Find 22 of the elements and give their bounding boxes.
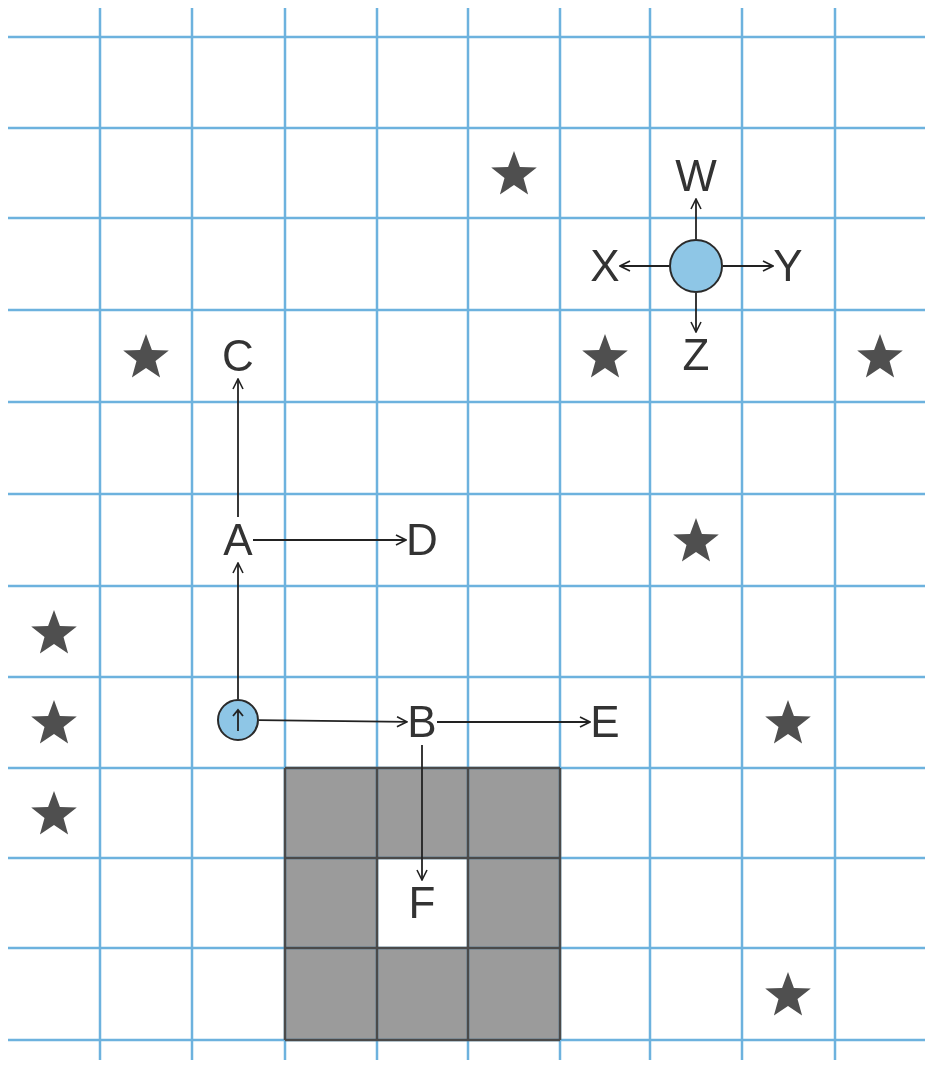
token-circle (669, 239, 723, 293)
point-label: X (590, 243, 620, 289)
point-label: F (407, 880, 437, 926)
point-label: Y (773, 243, 803, 289)
point-label: B (407, 699, 437, 745)
arrow (258, 715, 408, 728)
point-label: A (223, 517, 253, 563)
arrow (416, 744, 428, 881)
arrow (619, 260, 670, 272)
arrow (690, 292, 702, 333)
arrow (690, 198, 702, 240)
point-label: E (590, 699, 620, 745)
point-label: D (406, 517, 438, 563)
arrow (232, 562, 244, 700)
token-circle (217, 699, 259, 741)
point-label: W (675, 153, 717, 199)
arrow (232, 378, 244, 518)
arrow (252, 534, 407, 546)
arrow (722, 260, 774, 272)
arrow (436, 716, 591, 728)
point-label: Z (681, 332, 711, 378)
point-label: C (222, 333, 254, 379)
